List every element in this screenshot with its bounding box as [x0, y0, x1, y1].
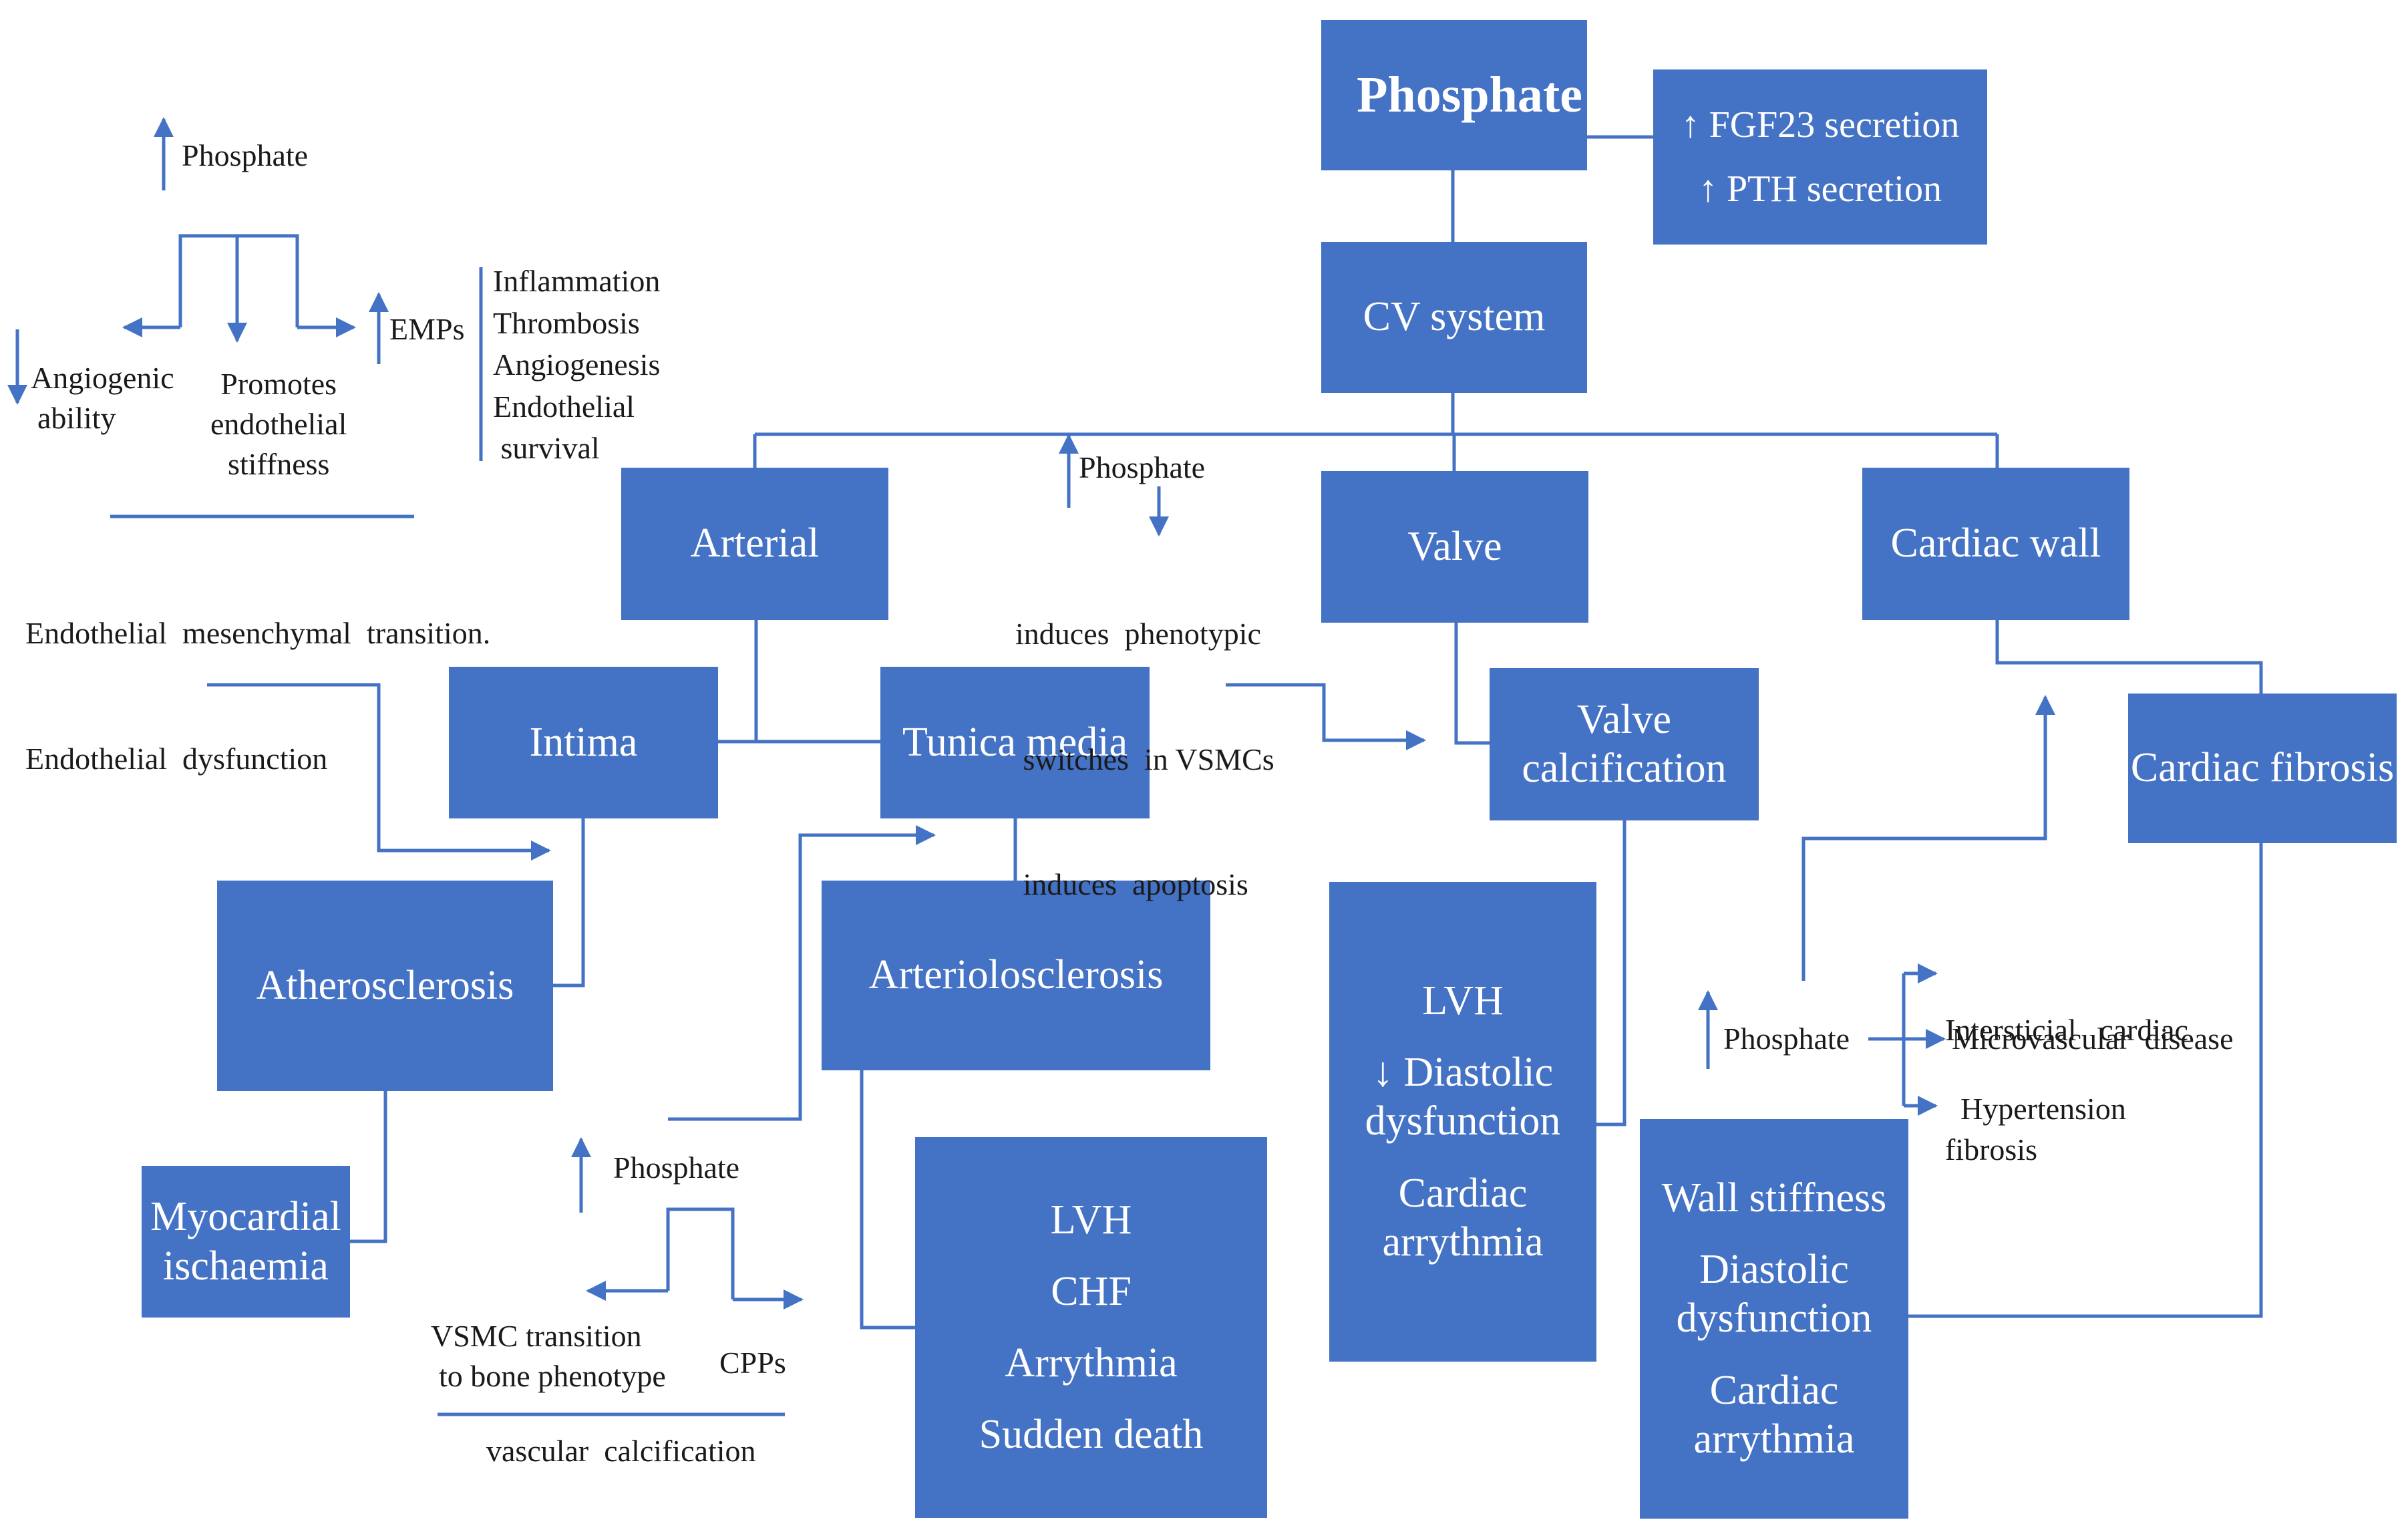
promotes-line-1: Promotes [220, 367, 337, 401]
emp-effect-angiogenesis: Angiogenesis [493, 347, 661, 382]
media-outcomes-box: LVH CHF Arrythmia Sudden death [915, 1137, 1267, 1518]
vsmc-effects-list: induces phenotypic switches in VSMCs ind… [1015, 530, 1274, 989]
atherosclerosis-label: Atherosclerosis [256, 962, 514, 1008]
arterial-box: Arterial [621, 468, 888, 620]
wall-outcome-diastolic-1: Diastolic [1699, 1247, 1849, 1293]
valve-outcome-arrythmia-2: arrythmia [1382, 1219, 1544, 1265]
atherosclerosis-box: Atherosclerosis [217, 881, 553, 1091]
cpps-label: CPPs [719, 1346, 786, 1380]
valve-outcome-lvh: LVH [1422, 978, 1504, 1024]
interstitial-line-2: fibrosis [1945, 1132, 2037, 1167]
emp-effects-list: Inflammation Thrombosis Angiogenesis End… [493, 261, 660, 470]
vsmc-transition-label: VSMC transition to bone phenotype [431, 1316, 666, 1396]
media-outcome-arrythmia: Arrythmia [1005, 1340, 1178, 1386]
cv-system-label: CV system [1363, 294, 1546, 340]
endothelial-phosphate-label: Phosphate [182, 138, 309, 172]
wall-outcomes-box: Wall stiffness Diastolic dysfunction Car… [1640, 1119, 1908, 1519]
endothelial-summary-line-1: Endothelial mesenchymal transition. [25, 616, 491, 651]
bracket-calcification [666, 1207, 735, 1299]
emps-label: EMPs [389, 312, 465, 346]
arrow-endothelial-to-atherosclerosis [207, 683, 551, 861]
wall-outcome-stiffness: Wall stiffness [1661, 1175, 1887, 1221]
arrow-calcification-to-media [668, 825, 936, 1121]
intima-label: Intima [529, 719, 638, 765]
vsmc-phosphate-label: Phosphate [1079, 450, 1206, 484]
hypertension-label: Hypertension [1960, 1092, 2126, 1126]
angiogenic-ability-label: Angiogenic ability [31, 358, 174, 438]
myocardial-ischaemia-label-2: ischaemia [163, 1243, 329, 1289]
connector-wall-fibrosis [1995, 620, 2263, 694]
pth-secretion-label: ↑ PTH secretion [1699, 168, 1942, 210]
interstitial-line-1: Intersticial cardiac [1945, 1012, 2188, 1047]
interstitial-fibrosis-label: Intersticial cardiac fibrosis [1945, 930, 2188, 1249]
valve-calcification-box: Valve calcification [1490, 668, 1759, 820]
connector-arteriolo-outcomes [860, 1070, 915, 1330]
promotes-line-3: stiffness [227, 446, 330, 481]
angiogenic-line-2: ability [37, 400, 116, 435]
valve-label: Valve [1407, 523, 1502, 569]
phosphate-box-label: Phosphate [1357, 66, 1582, 123]
wall-outcome-diastolic-2: dysfunction [1676, 1295, 1872, 1342]
fibrosis-phosphate-label: Phosphate [1723, 1022, 1850, 1056]
connector-valve-calcification [1454, 623, 1490, 745]
tunica-media-box: Tunica media [880, 667, 1150, 818]
valve-calcification-label-2: calcification [1522, 746, 1727, 791]
myocardial-ischaemia-box: Myocardial ischaemia [142, 1166, 350, 1318]
arrow-vsmc-to-valve-calcification [1226, 683, 1426, 750]
media-outcome-lvh: LVH [1050, 1197, 1132, 1243]
emp-effect-inflammation: Inflammation [493, 264, 661, 298]
connector-intima-atherosclerosis [553, 818, 585, 987]
wall-outcome-arrythmia-1: Cardiac [1709, 1367, 1839, 1413]
connector-fibrosis-outcomes [1908, 843, 2263, 1318]
promotes-stiffness-label: Promotes endothelial stiffness [210, 364, 347, 484]
phosphate-box: Phosphate [1321, 20, 1587, 170]
tunica-media-label: Tunica media [902, 719, 1128, 765]
myocardial-ischaemia-label-1: Myocardial [150, 1194, 341, 1240]
connector-arterial-layers [718, 620, 758, 744]
calcification-phosphate-label: Phosphate [613, 1150, 740, 1185]
fgf23-secretion-label: ↑ FGF23 secretion [1681, 104, 1960, 146]
calcification-summary: vascular calcification [486, 1434, 756, 1468]
endothelial-summary-line-2: Endothelial dysfunction [25, 741, 328, 776]
wall-outcome-arrythmia-2: arrythmia [1693, 1416, 1855, 1462]
valve-outcome-diastolic-2: dysfunction [1365, 1098, 1561, 1144]
connector-athero-ischaemia [346, 1091, 387, 1243]
vsmc-effect-phenotypic: induces phenotypic [1015, 617, 1261, 651]
hormone-secretion-box: ↑ FGF23 secretion ↑ PTH secretion [1653, 69, 1987, 245]
valve-outcomes-box: LVH ↓ Diastolic dysfunction Cardiac arry… [1329, 882, 1596, 1362]
endothelial-summary: Endothelial mesenchymal transition. Endo… [25, 529, 490, 863]
arrow-fibrosis-phosphate-to-wall [1801, 695, 2055, 981]
valve-calcification-label-1: Valve [1576, 696, 1672, 742]
cv-system-box: CV system [1321, 242, 1587, 393]
valve-outcome-diastolic-1: ↓ Diastolic [1372, 1050, 1554, 1096]
valve-outcome-arrythmia-1: Cardiac [1398, 1170, 1528, 1216]
media-outcome-sudden-death: Sudden death [979, 1412, 1204, 1458]
vsmc-transition-line-1: VSMC transition [431, 1319, 642, 1353]
media-outcome-chf: CHF [1051, 1268, 1132, 1314]
microvascular-disease-label: Microvascular disease [1952, 1022, 2234, 1056]
emp-effect-thrombosis: Thrombosis [493, 305, 640, 340]
cardiac-wall-label: Cardiac wall [1890, 520, 2101, 567]
cardiac-fibrosis-box: Cardiac fibrosis [2128, 694, 2397, 843]
vsmc-effect-apoptosis: induces apoptosis [1015, 867, 1248, 902]
intima-box: Intima [449, 667, 718, 818]
promotes-line-2: endothelial [210, 406, 347, 441]
valve-box: Valve [1321, 471, 1588, 623]
vsmc-effect-switches: switches in VSMCs [1015, 742, 1274, 776]
vsmc-transition-line-2: to bone phenotype [439, 1358, 666, 1393]
emp-effect-survival: survival [493, 431, 600, 466]
connector-calcification-outcomes [1595, 820, 1626, 1126]
cardiac-fibrosis-label: Cardiac fibrosis [2130, 745, 2395, 791]
arteriolosclerosis-label: Arteriolosclerosis [868, 952, 1164, 998]
cardiac-wall-box: Cardiac wall [1862, 468, 2129, 620]
emp-effect-endothelial: Endothelial [493, 389, 635, 424]
arteriolosclerosis-box: Arteriolosclerosis [822, 881, 1210, 1070]
angiogenic-line-1: Angiogenic [31, 361, 174, 395]
arterial-label: Arterial [690, 520, 820, 567]
